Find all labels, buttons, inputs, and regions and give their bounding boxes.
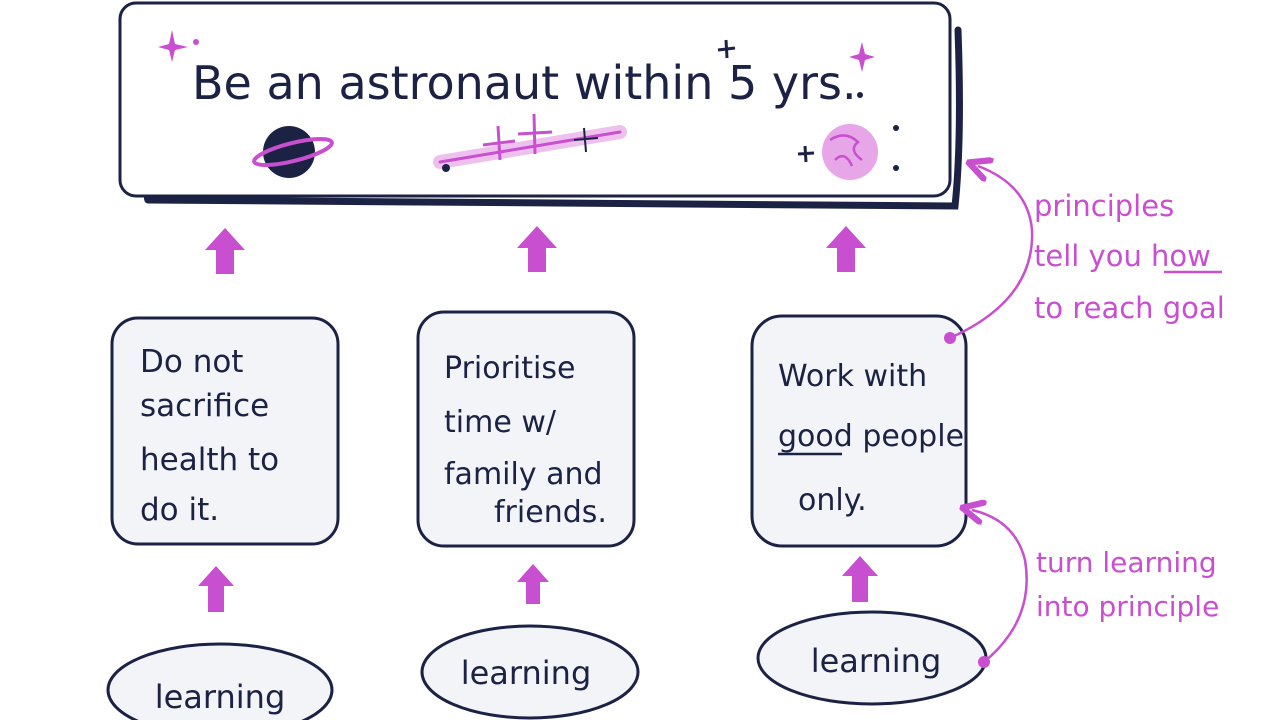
principles-note-arrow (944, 166, 1034, 344)
pink-moon-icon (822, 124, 878, 180)
goal-text: Be an astronaut within 5 yrs. (192, 56, 857, 110)
arrows-learning-to-principles (198, 556, 878, 612)
up-arrow (198, 566, 234, 612)
learning-node: learning (106, 642, 334, 720)
goal-box: Be an astronaut within 5 yrs. (118, 1, 963, 210)
learning-label: learning (461, 654, 592, 692)
learning-label: learning (155, 678, 286, 716)
principle-text: Prioritise time w/ family and friends. (444, 351, 612, 530)
learning-note-arrow (972, 510, 1028, 668)
up-arrow (205, 228, 245, 274)
principle-text: Work with good people only. (778, 359, 974, 518)
learning-node: learning (420, 624, 640, 720)
up-arrow (517, 564, 549, 604)
principle-text: Do not sacrifice health to do it. (140, 344, 289, 528)
principles-note: principles tell you how to reach goal (1034, 189, 1225, 325)
learning-label: learning (811, 642, 942, 680)
comet-trail-icon (433, 113, 627, 172)
planet-icon (252, 126, 334, 178)
principle-box: Prioritise time w/ family and friends. (416, 310, 636, 548)
learning-note: turn learning into principle (1036, 546, 1226, 623)
up-arrow (842, 556, 878, 602)
arrows-principles-to-goal (205, 226, 866, 274)
up-arrow (826, 226, 866, 272)
up-arrow (517, 226, 557, 272)
learning-node: learning (756, 610, 988, 706)
principle-box: Work with good people only. (750, 314, 974, 548)
principle-box: Do not sacrifice health to do it. (110, 316, 340, 546)
sparkle-icon (158, 30, 899, 171)
